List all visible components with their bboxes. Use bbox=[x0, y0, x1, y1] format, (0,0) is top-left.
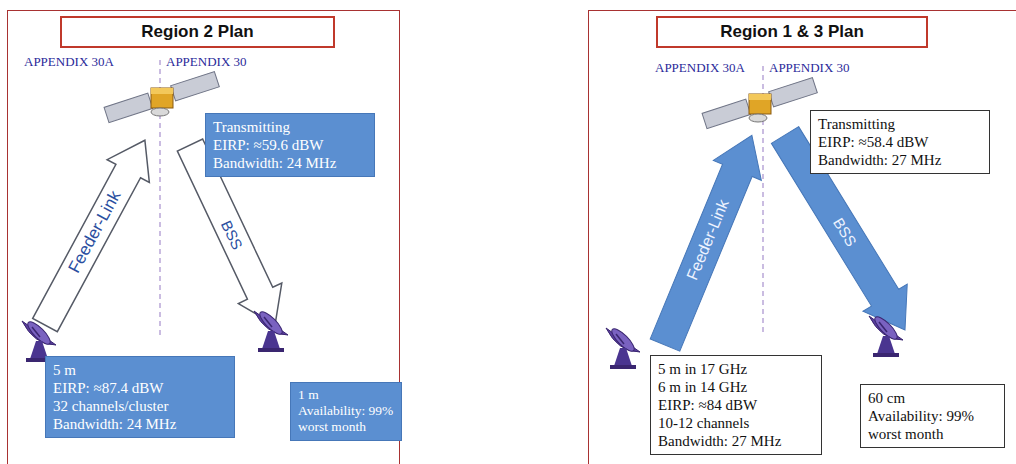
feeder-station-box: 5 m in 17 GHz6 m in 14 GHzEIRP: ≈84 dBW1… bbox=[650, 355, 822, 455]
box-line: Availability: 99% worst month bbox=[298, 403, 394, 435]
satellite-info-box: TransmittingEIRP: ≈59.6 dBWBandwidth: 24… bbox=[205, 113, 375, 177]
feeder-link-arrow bbox=[641, 125, 776, 355]
box-line: Bandwidth: 24 MHz bbox=[53, 415, 227, 433]
box-heading: 5 m in 17 GHz bbox=[658, 360, 814, 378]
box-line: EIRP: ≈59.6 dBW bbox=[213, 136, 367, 154]
receiver-box: 1 mAvailability: 99% worst month bbox=[290, 382, 402, 441]
box-heading: 5 m bbox=[53, 361, 227, 379]
box-heading: 1 m bbox=[298, 387, 394, 403]
box-heading: 60 cm bbox=[868, 389, 997, 407]
box-line: Bandwidth: 24 MHz bbox=[213, 154, 367, 172]
box-heading: Region 2 Plan bbox=[68, 22, 327, 42]
appendix-label: APPENDIX 30 bbox=[769, 60, 850, 76]
box-heading: Region 1 & 3 Plan bbox=[664, 22, 920, 42]
receive-antenna bbox=[869, 314, 903, 357]
box-line: 32 channels/cluster bbox=[53, 397, 227, 415]
title-box: Region 2 Plan bbox=[60, 16, 335, 48]
appendix-label: APPENDIX 30A bbox=[24, 54, 114, 70]
box-line: EIRP: ≈87.4 dBW bbox=[53, 379, 227, 397]
appendix-label: APPENDIX 30A bbox=[655, 60, 745, 76]
box-line: 6 m in 14 GHz bbox=[658, 378, 814, 396]
panel-frame bbox=[589, 11, 1016, 464]
title-box: Region 1 & 3 Plan bbox=[656, 16, 928, 48]
box-line: 10-12 channels bbox=[658, 414, 814, 432]
box-heading: Transmitting bbox=[818, 115, 982, 133]
satellite-info-box: TransmittingEIRP: ≈58.4 dBWBandwidth: 27… bbox=[810, 110, 990, 174]
box-line: EIRP: ≈58.4 dBW bbox=[818, 133, 982, 151]
box-line: Availability: 99% worst month bbox=[868, 407, 997, 443]
box-line: Bandwidth: 27 MHz bbox=[818, 151, 982, 169]
appendix-label: APPENDIX 30 bbox=[166, 54, 247, 70]
feeder-link-arrow bbox=[24, 129, 166, 337]
receive-antenna bbox=[254, 309, 288, 352]
feeder-station-box: 5 mEIRP: ≈87.4 dBW32 channels/clusterBan… bbox=[45, 356, 235, 438]
box-heading: Transmitting bbox=[213, 118, 367, 136]
receiver-box: 60 cmAvailability: 99% worst month bbox=[860, 384, 1005, 448]
ground-antenna bbox=[606, 326, 640, 369]
box-line: Bandwidth: 27 MHz bbox=[658, 432, 814, 450]
satellite bbox=[702, 78, 817, 129]
box-line: EIRP: ≈84 dBW bbox=[658, 396, 814, 414]
satellite bbox=[104, 72, 219, 123]
